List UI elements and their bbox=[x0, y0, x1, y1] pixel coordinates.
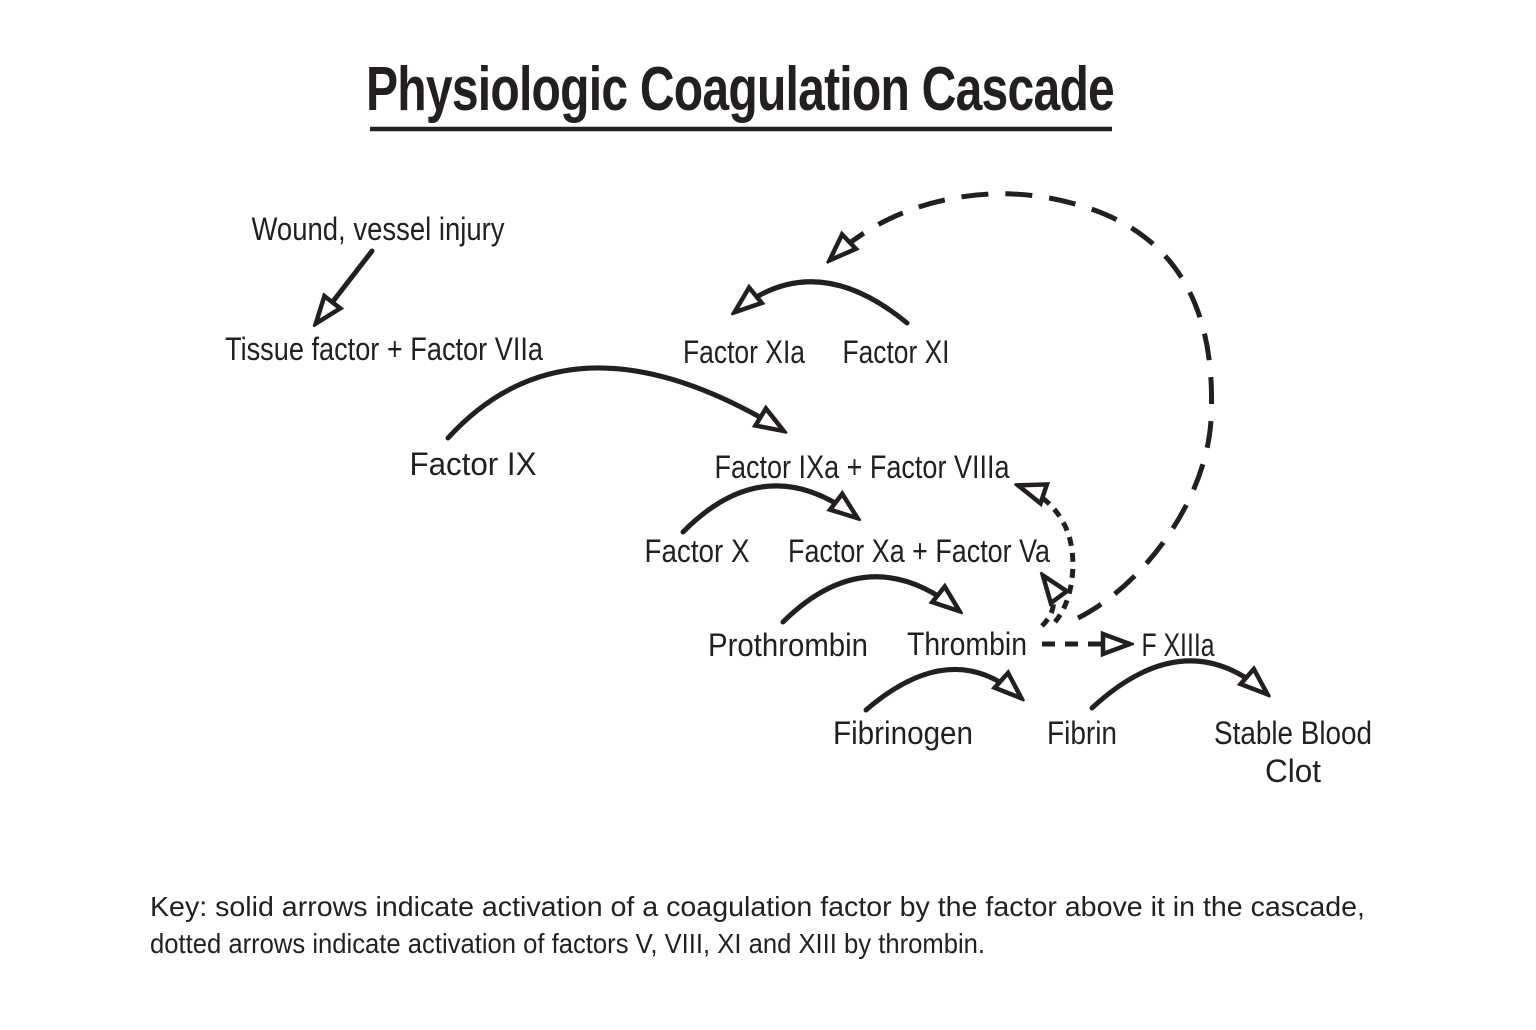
arrow-fibrinogen-to-fibrin bbox=[863, 667, 1020, 713]
arrow-thrombin-to-factor-va bbox=[1042, 577, 1054, 628]
node-f-xiiia: F XIIIa bbox=[1142, 627, 1215, 663]
node-factor-ix: Factor IX bbox=[410, 446, 537, 482]
arrow-factor-xi-to-xia bbox=[736, 279, 910, 326]
node-fibrinogen: Fibrinogen bbox=[833, 715, 973, 751]
arrow-prothrombin-to-thrombin bbox=[780, 574, 958, 625]
node-factor-x: Factor X bbox=[645, 533, 750, 569]
page-title: Physiologic Coagulation Cascade bbox=[366, 55, 1114, 124]
node-stable-blood-clot-line1: Stable Blood bbox=[1214, 715, 1372, 751]
node-thrombin: Thrombin bbox=[907, 626, 1027, 662]
node-factor-xa-va: Factor Xa + Factor Va bbox=[788, 533, 1050, 569]
arrow-factor-x-to-xa bbox=[680, 483, 856, 535]
node-factor-ixa-viiia: Factor IXa + Factor VIIIa bbox=[715, 449, 1010, 485]
key-line-2: dotted arrows indicate activation of fac… bbox=[150, 928, 985, 959]
arrow-thrombin-to-factor-xi bbox=[831, 191, 1215, 621]
arrow-wound-to-tissue-factor bbox=[317, 248, 375, 322]
node-factor-xi: Factor XI bbox=[843, 334, 950, 370]
arrow-factor-ix-to-ixa bbox=[445, 365, 782, 441]
node-wound-vessel-injury: Wound, vessel injury bbox=[252, 211, 505, 247]
key-line-1: Key: solid arrows indicate activation of… bbox=[150, 891, 1365, 922]
node-prothrombin: Prothrombin bbox=[708, 627, 868, 663]
node-fibrin: Fibrin bbox=[1047, 715, 1117, 751]
arrow-fibrin-to-stable-clot bbox=[1089, 658, 1266, 711]
node-factor-xia: Factor XIa bbox=[683, 334, 805, 370]
node-tissue-factor-viia: Tissue factor + Factor VIIa bbox=[225, 331, 543, 367]
node-stable-blood-clot-line2: Clot bbox=[1265, 753, 1321, 789]
